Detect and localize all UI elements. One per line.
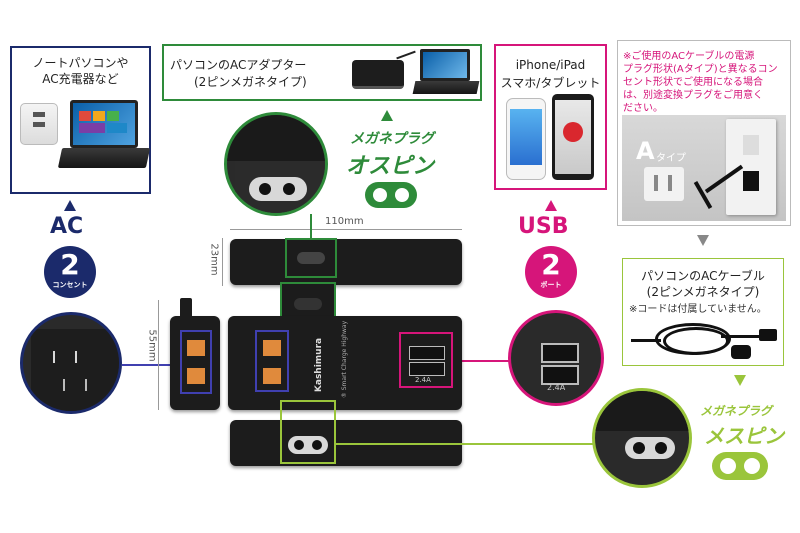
- ac-cable-note: ※コードは付属していません。: [629, 304, 767, 315]
- laptop-small-image: [412, 49, 480, 97]
- ac-devices-line-2: AC充電器など: [42, 72, 119, 86]
- notice-line-2: プラグ形状(Aタイプ)と異なるコン: [623, 64, 778, 75]
- usb-port-closeup: 2.4A: [508, 310, 604, 406]
- usb-devices-line-2: スマホ/タブレット: [500, 76, 601, 90]
- front-usb-port-label: 2.4A: [415, 376, 431, 384]
- notice-line-5: ださい。: [623, 103, 663, 114]
- usb-count-unit: ポート: [540, 281, 562, 289]
- ac-adapter-image: [352, 60, 404, 89]
- notice-line-3: セント形状でご使用になる場合: [623, 77, 763, 88]
- female-plug-line-1: メガネプラグ: [700, 404, 773, 418]
- usb-devices-line-1: iPhone/iPad: [515, 58, 586, 72]
- notice-box: ※ご使用のACケーブルの電源 プラグ形状(Aタイプ)と異なるコン セント形状でご…: [617, 40, 791, 226]
- laptop-image: [57, 100, 151, 178]
- female-plug-closeup: [592, 388, 692, 488]
- outlet-photo: A タイプ: [622, 115, 786, 221]
- ac-count-badge: 2 コンセント: [44, 246, 96, 298]
- usb-devices-box: iPhone/iPad スマホ/タブレット: [494, 44, 607, 190]
- female-plug-connector-line: [336, 443, 596, 445]
- ac-cable-line-2: (2ピンメガネタイプ): [646, 285, 760, 299]
- wall-outlet-image: [726, 119, 776, 215]
- ac-connector-line: [122, 364, 182, 366]
- ac-devices-line-1: ノートパソコンや: [32, 56, 129, 70]
- top-view-plug-highlight: [285, 238, 337, 278]
- side-view-knob: [180, 298, 192, 318]
- notice-arrow-icon: [697, 235, 709, 246]
- usb-count-badge: 2 ポート: [525, 246, 577, 298]
- usb-closeup-port-label: 2.4A: [547, 383, 566, 392]
- ac-cable-image: [631, 317, 779, 363]
- ac-adapter-line-1: パソコンのACアダプター: [170, 58, 307, 72]
- iphone-image: [506, 98, 546, 180]
- ac-count-unit: コンセント: [52, 281, 88, 289]
- male-plug-connector-line: [310, 214, 312, 238]
- notice-line-1: ※ご使用のACケーブルの電源: [623, 51, 755, 62]
- top-height-dim-label: 23mm: [208, 243, 220, 276]
- cable-arrow-icon: [734, 375, 746, 386]
- usb-connector-line: [454, 360, 510, 362]
- width-dim-label: 110mm: [325, 216, 364, 227]
- ac-label: AC: [50, 214, 84, 239]
- usb-charger-image: [20, 103, 58, 145]
- male-plug-closeup: [224, 112, 328, 216]
- male-plug-line-1: メガネプラグ: [350, 131, 434, 147]
- side-view-outlet-highlight: [180, 330, 212, 394]
- male-plug-line-2: オスピン: [346, 154, 435, 179]
- usb-count: 2: [541, 248, 561, 281]
- usb-arrow-icon: [545, 200, 557, 211]
- notice-line-4: は、別途変換プラグをご用意く: [623, 90, 763, 101]
- device-sub-brand: ® Smart Charge Highway: [341, 320, 349, 399]
- device-top-view: [230, 239, 462, 285]
- ac-outlet-closeup: [20, 312, 122, 414]
- front-usb-port-highlight: 2.4A: [399, 332, 453, 388]
- bottom-plug-highlight: [280, 400, 336, 464]
- device-brand: Kashimura: [314, 337, 325, 393]
- width-dim-line: [230, 229, 462, 230]
- a-type-letter: A: [636, 137, 655, 165]
- ac-cable-box: パソコンのACケーブル (2ピンメガネタイプ) ※コードは付属していません。: [622, 258, 784, 366]
- ac-count: 2: [60, 248, 80, 281]
- front-ac-outlet-highlight: [255, 330, 289, 392]
- ac-adapter-line-2: (2ピンメガネタイプ): [194, 75, 307, 89]
- usb-label: USB: [518, 214, 569, 239]
- ac-devices-box: ノートパソコンや AC充電器など: [10, 46, 151, 194]
- a-type-suffix: タイプ: [656, 153, 686, 164]
- top-height-dim-line: [222, 238, 223, 286]
- a-type-outlet-icon: [644, 167, 684, 201]
- female-plug-icon: [712, 452, 768, 480]
- male-plug-icon: [365, 182, 417, 208]
- android-phone-image: [552, 94, 594, 180]
- adapter-arrow-icon: [381, 110, 393, 121]
- ac-arrow-icon: [64, 200, 76, 211]
- female-plug-line-2: メスピン: [704, 424, 784, 448]
- ac-adapter-box: パソコンのACアダプター (2ピンメガネタイプ): [162, 44, 482, 101]
- side-height-dim-label: 55mm: [146, 329, 158, 362]
- ac-cable-line-1: パソコンのACケーブル: [641, 269, 765, 283]
- side-height-dim-line: [158, 300, 159, 410]
